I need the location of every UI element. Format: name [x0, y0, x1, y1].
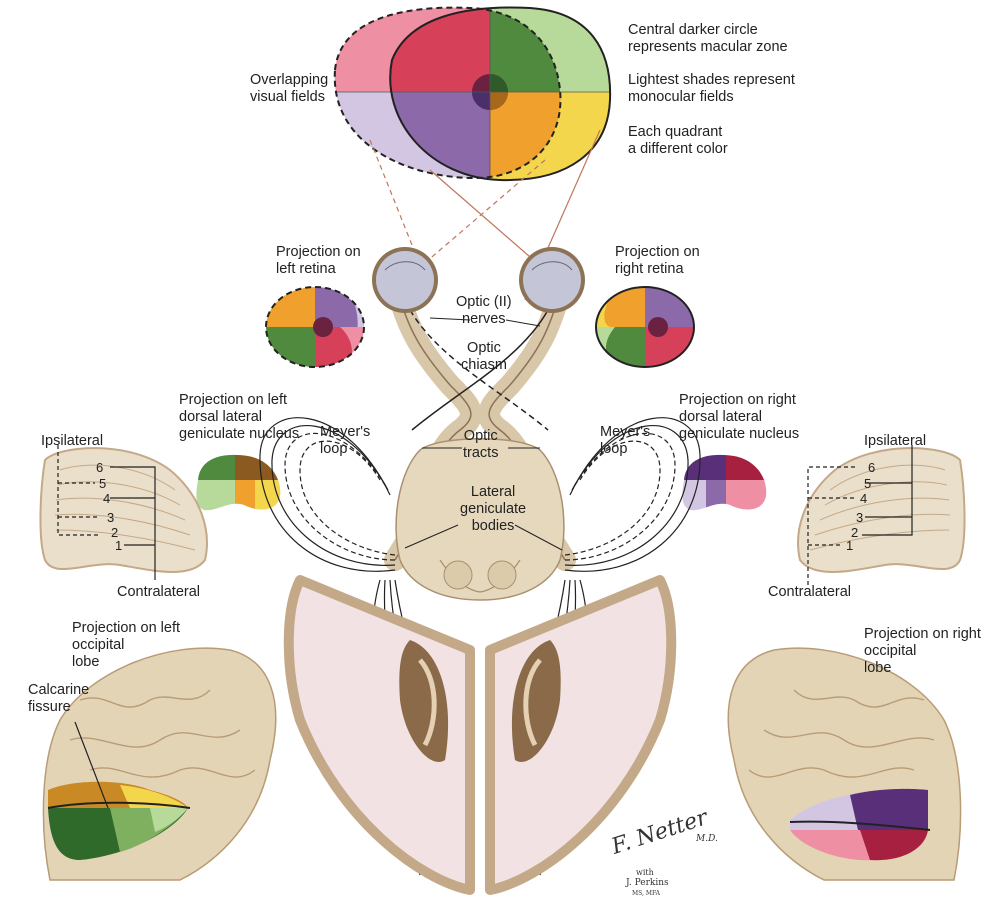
right-layer-1: 1	[846, 538, 853, 553]
optic-nerves-label: Optic (II) nerves	[456, 294, 512, 327]
left-retina-projection	[265, 286, 365, 368]
artist-md: M.D.	[696, 834, 718, 844]
coauthor: J. Perkins	[626, 878, 669, 888]
right-lgn-layers	[797, 445, 966, 585]
right-layer-6: 6	[868, 460, 875, 475]
left-layer-4: 4	[103, 491, 110, 506]
overlapping-fields-label: Overlapping visual fields	[250, 72, 329, 105]
left-layer-6: 6	[96, 460, 103, 475]
macular-zone-label: Central darker circle represents macular…	[628, 22, 788, 55]
right-eye	[519, 247, 585, 313]
lateral-geniculate-label: Lateral geniculate bodies	[460, 484, 527, 534]
monocular-fields-label: Lightest shades represent monocular fiel…	[628, 72, 795, 105]
optic-tracts-label: Optic tracts	[463, 428, 499, 461]
left-lgn-layers	[39, 445, 208, 580]
signature: F. Netter M.D. with J. Perkins MS, MFA	[609, 805, 720, 900]
ipsilateral-left-label: Ipsilateral	[41, 433, 104, 449]
right-occipital-label: Projection on right occipital lobe	[864, 626, 981, 676]
contralateral-left-label: Contralateral	[117, 584, 201, 600]
ipsilateral-right-label: Ipsilateral	[864, 433, 927, 449]
left-occipital-label: Projection on left occipital lobe	[72, 620, 181, 670]
left-layer-1: 1	[115, 538, 122, 553]
left-occipital-lobe	[42, 647, 277, 881]
right-layer-2: 2	[851, 525, 858, 540]
left-layer-3: 3	[107, 510, 114, 525]
right-retina-label: Projection on right retina	[615, 244, 700, 277]
right-layer-5: 5	[864, 476, 871, 491]
right-lgn-projection-label: Projection on right dorsal lateral genic…	[679, 392, 800, 442]
visual-fields	[333, 6, 612, 182]
brain-slice	[283, 575, 677, 895]
left-layer-5: 5	[99, 476, 106, 491]
lgn-layer-numbers: 6 5 4 3 2 1 6 5 4 3 2 1	[96, 460, 875, 553]
left-lgn-projection	[196, 454, 281, 511]
calcarine-fissure-label: Calcarine fissure	[28, 682, 90, 715]
left-layer-2: 2	[111, 525, 118, 540]
right-occipital-lobe	[727, 647, 962, 881]
brainstem	[395, 438, 565, 601]
quadrant-label: Each quadrant a different color	[628, 124, 728, 157]
left-eye	[372, 247, 438, 313]
meyers-loop-right-label: Meyer's loop	[600, 424, 651, 457]
coauthor-credentials: MS, MFA	[632, 890, 660, 897]
right-retina-projection	[595, 286, 695, 368]
optic-chiasm-label: Optic chiasm	[461, 340, 507, 373]
left-lgn-projection-label: Projection on left dorsal lateral genicu…	[179, 392, 300, 442]
contralateral-right-label: Contralateral	[768, 584, 852, 600]
meyers-loop-left-label: Meyer's loop	[320, 424, 371, 457]
leader-lines	[404, 317, 563, 551]
right-layer-3: 3	[856, 510, 863, 525]
signature-with: with	[636, 868, 654, 877]
left-retina-label: Projection on left retina	[276, 244, 361, 277]
right-layer-4: 4	[860, 491, 867, 506]
